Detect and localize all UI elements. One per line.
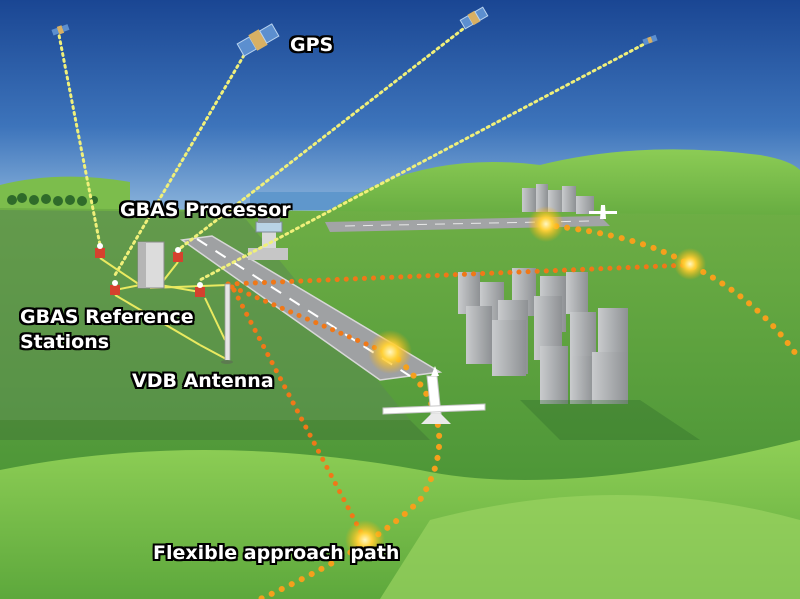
trees — [7, 193, 98, 206]
approach-waypoint-glow — [345, 520, 385, 560]
flexible-approach-path-label: Flexible approach path — [153, 542, 400, 564]
building-icon — [522, 184, 594, 214]
satellite-icon — [459, 6, 489, 30]
airplane-icon — [382, 366, 486, 424]
satellite-icon — [642, 34, 658, 46]
gbas-processor-label: GBAS Processor — [120, 199, 291, 221]
airfield-plateau — [0, 210, 410, 420]
approach-waypoint-glow — [674, 248, 706, 280]
main-runway-edge — [180, 235, 443, 381]
building-icon — [458, 268, 628, 404]
plateau-edge — [0, 420, 430, 440]
gbas-reference-stations-label-line1: GBAS Reference — [20, 306, 194, 328]
satellite-icon — [236, 23, 280, 57]
front-hill-highlight — [380, 495, 800, 599]
satellite-icon — [51, 24, 70, 36]
approach-waypoint-glow — [528, 206, 564, 242]
station-network-links — [99, 257, 229, 361]
vdb-broadcast — [225, 262, 693, 543]
airplane-icon — [589, 205, 617, 219]
antenna-icon — [221, 283, 233, 364]
gbas-reference-stations-label-line2: Stations — [20, 331, 110, 353]
building-shadow — [520, 400, 700, 440]
satellite-signals — [56, 20, 650, 282]
gps-label: GPS — [290, 34, 334, 56]
approach-paths — [257, 222, 800, 599]
reference-station-icon — [95, 243, 205, 297]
processor-cabinet-icon — [137, 241, 165, 289]
distant-hill-left — [0, 176, 130, 215]
touchdown-point-glow — [368, 330, 412, 374]
vdb-antenna-label: VDB Antenna — [132, 370, 274, 392]
